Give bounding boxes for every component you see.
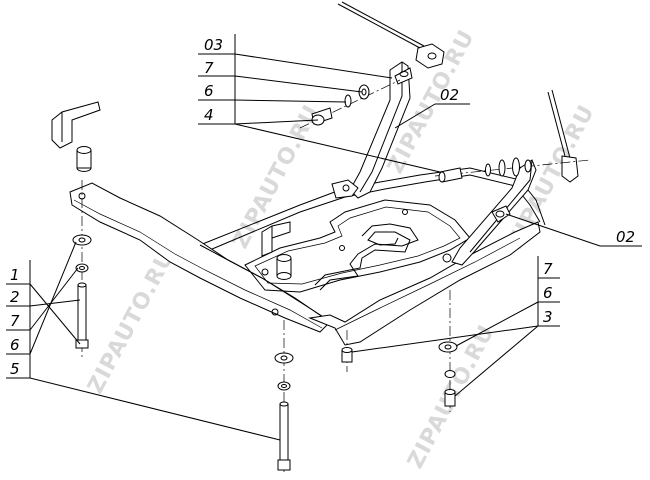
- l-bracket-middle: [261, 221, 291, 257]
- callout-group-left: 1 2 7 6 5: [6, 241, 281, 441]
- callout-02-right: 02: [505, 213, 642, 247]
- hole: [442, 253, 452, 263]
- callout-2: 2: [10, 288, 20, 306]
- hole: [271, 308, 279, 316]
- watermark-2: ZIPAUTO.RU: [83, 246, 180, 398]
- hardware-right-axis: [438, 157, 532, 183]
- hardware-lower-middle: [274, 320, 294, 472]
- spacer-sleeve-middle: [276, 254, 292, 280]
- callout-7-left: 7: [10, 312, 20, 330]
- callout-6-right: 6: [543, 284, 553, 302]
- l-bracket-left: [51, 101, 101, 149]
- callout-02-upper: 02: [394, 86, 470, 129]
- hole: [402, 209, 408, 215]
- callout-7: 7: [204, 59, 214, 77]
- skid-plate: [69, 167, 546, 346]
- callout-6: 6: [204, 82, 214, 100]
- callout-1: 1: [10, 266, 20, 284]
- callout-02-right-text: 02: [616, 228, 635, 246]
- spacer-sleeve-left: [76, 146, 92, 172]
- hardware-lower-right: [341, 290, 458, 412]
- callout-4: 4: [204, 106, 214, 124]
- callout-02-upper-text: 02: [440, 86, 459, 104]
- callout-3: 3: [543, 308, 553, 326]
- hole: [261, 268, 269, 276]
- hole: [339, 245, 345, 251]
- callout-group-right: 7 6 3: [351, 256, 560, 397]
- callout-03: 03: [204, 36, 223, 54]
- callout-7-right: 7: [543, 260, 553, 278]
- hardware-lower-left: [72, 180, 92, 360]
- callout-group-top: 03 7 6 4: [198, 34, 441, 173]
- callout-6-left: 6: [10, 336, 20, 354]
- callout-5: 5: [10, 360, 20, 378]
